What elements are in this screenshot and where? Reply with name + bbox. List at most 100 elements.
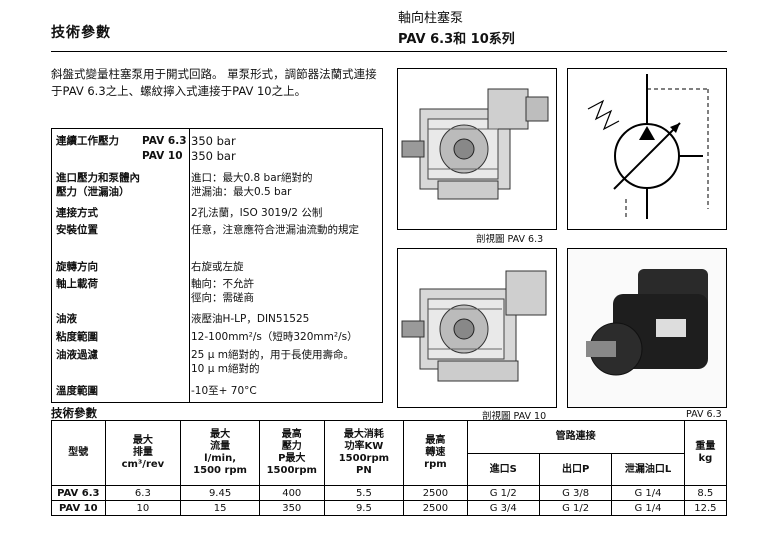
caption-cutaway-pav10: 剖視圖 PAV 10 (482, 411, 547, 422)
spec-box: 連續工作壓力 PAV 6.3 350 bar PAV 10 350 bar 進口… (51, 128, 383, 403)
header-port-l: 泄漏油口L (611, 453, 685, 486)
header-speed-2: 轉速 (425, 447, 446, 458)
cell-displacement: 6.3 (104, 485, 182, 501)
header-pressure-1: 最高 (281, 429, 302, 440)
intro-paragraph: 斜盤式變量柱塞泵用于開式回路。 單泵形式，調節器法蘭式連接于PAV 6.3之上、… (51, 67, 377, 98)
header-port-s: 進口S (466, 453, 540, 486)
cell-port-p: G 1/2 (538, 500, 613, 516)
cell-flow: 9.45 (180, 485, 260, 501)
caption-cutaway-pav63: 剖視圖 PAV 6.3 (476, 234, 544, 245)
spec-connection-label: 連接方式 (56, 207, 98, 219)
spec-inlet-label-2: 壓力（泄漏油） (56, 186, 130, 198)
cell-port-s: G 3/4 (466, 500, 540, 516)
spec-divider (189, 129, 190, 402)
header-displacement: 最大 排量 cm³/rev (104, 420, 182, 486)
series-title: PAV 6.3和 10系列 (398, 32, 515, 47)
cell-pressure: 400 (259, 485, 325, 501)
cell-displacement: 10 (104, 500, 182, 516)
spec-pressure-value-b: 350 bar (191, 149, 236, 163)
header-speed-3: rpm (424, 459, 447, 470)
spec-mounting-label: 安裝位置 (56, 224, 98, 236)
cell-flow: 15 (180, 500, 260, 516)
spec-rotation-value: 右旋或左旋 (191, 261, 244, 273)
spec-pressure-model-a: PAV 6.3 (142, 135, 187, 147)
spec-viscosity-value: 12-100mm²/s（短時320mm²/s） (191, 331, 358, 343)
table-row: PAV 10 10 15 350 9.5 2500 G 3/4 G 1/2 G … (51, 500, 728, 516)
header-displacement-3: cm³/rev (121, 459, 165, 470)
cell-power: 5.5 (323, 485, 405, 501)
spec-pressure-label-text: 連續工作壓力 (56, 135, 119, 147)
spec-temp-label: 溫度範圍 (56, 385, 98, 397)
header-power-4: PN (356, 465, 372, 476)
parameters-table: 型號 最大 排量 cm³/rev 最大 流量 l/min, 1500 rpm 最… (51, 420, 728, 516)
spec-fluid-label: 油液 (56, 313, 77, 325)
cell-power: 9.5 (323, 500, 405, 516)
header-pressure-4: 1500rpm (266, 465, 317, 476)
spec-fluid-value: 液壓油H-LP，DIN51525 (191, 313, 310, 325)
spec-rotation-label: 旋轉方向 (56, 261, 98, 273)
header-power-2: 功率KW (344, 441, 384, 452)
header-displacement-2: 排量 (132, 447, 153, 458)
cell-model: PAV 6.3 (51, 485, 106, 501)
header-flow-3: l/min, (204, 453, 236, 464)
cell-speed: 2500 (403, 500, 468, 516)
cell-pressure: 350 (259, 500, 325, 516)
hydraulic-symbol (587, 74, 709, 219)
header-speed: 最高 轉速 rpm (403, 420, 468, 486)
spec-connection-value: 2孔法蘭，ISO 3019/2 公制 (191, 207, 323, 219)
cell-port-s: G 1/2 (466, 485, 540, 501)
header-pressure: 最高 壓力 P最大 1500rpm (259, 420, 325, 486)
table-title: 技術參數 (51, 406, 97, 420)
pump-cutaway-illustration (401, 88, 549, 200)
header-power-1: 最大消耗 (343, 429, 384, 440)
spec-mounting-value: 任意，注意應符合泄漏油流動的規定 (191, 224, 359, 236)
header-ports: 管路連接 (466, 420, 685, 454)
header-port-p: 出口P (538, 453, 613, 486)
pump-cutaway-illustration-2 (401, 270, 547, 382)
spec-inlet-label-1: 進口壓力和泵體內 (56, 172, 140, 184)
spec-inlet-value-1: 進口：最大0.8 bar絕對的 (191, 172, 313, 184)
cutaway-figure-pav10 (397, 248, 557, 408)
pump-photo (568, 249, 726, 407)
header-flow: 最大 流量 l/min, 1500 rpm (180, 420, 260, 486)
spec-viscosity-label: 粘度範圍 (56, 331, 98, 343)
table-header-row: 型號 最大 排量 cm³/rev 最大 流量 l/min, 1500 rpm 最… (51, 420, 728, 486)
spec-pressure-label: 連續工作壓力 PAV 6.3 (56, 135, 190, 148)
section-title: 技術參數 (51, 25, 111, 41)
header-pressure-2: 壓力 (281, 441, 302, 452)
header-weight-1: 重量 (695, 441, 716, 452)
spec-inlet-value-2: 泄漏油：最大0.5 bar (191, 186, 292, 198)
caption-photo-pav63: PAV 6.3 (686, 409, 722, 420)
hydraulic-symbol-figure (567, 68, 727, 230)
product-name: 軸向柱塞泵 (398, 11, 464, 26)
header-speed-1: 最高 (425, 435, 446, 446)
spec-pressure-model-b: PAV 10 (142, 150, 183, 162)
header-rule (51, 51, 727, 52)
cell-port-l: G 1/4 (611, 500, 685, 516)
spec-filter-label: 油液過濾 (56, 349, 98, 361)
spec-filter-value-1: 25 μ m絕對的，用于長使用壽命。 (191, 349, 354, 361)
spec-temp-value: -10至+ 70°C (191, 385, 257, 397)
header-flow-1: 最大 (210, 429, 231, 440)
cell-speed: 2500 (403, 485, 468, 501)
header-displacement-1: 最大 (132, 435, 153, 446)
spec-shaft-value-1: 軸向：不允許 (191, 278, 254, 290)
header-flow-4: 1500 rpm (193, 465, 247, 476)
header-weight: 重量 kg (683, 420, 728, 486)
table-row: PAV 6.3 6.3 9.45 400 5.5 2500 G 1/2 G 3/… (51, 485, 728, 501)
header-model: 型號 (51, 420, 106, 486)
spec-shaft-value-2: 徑向：需磋商 (191, 292, 254, 304)
header-power: 最大消耗 功率KW 1500rpm PN (323, 420, 405, 486)
pump-photo-figure (567, 248, 727, 408)
cell-weight: 12.5 (683, 500, 728, 516)
cell-weight: 8.5 (683, 485, 728, 501)
spec-pressure-value-a: 350 bar (191, 134, 236, 148)
spec-filter-value-2: 10 μ m絕對的 (191, 363, 260, 375)
header-flow-2: 流量 (210, 441, 231, 452)
cell-model: PAV 10 (51, 500, 106, 516)
table-subheader-row: 進口S 出口P 泄漏油口L (52, 453, 727, 486)
cell-port-l: G 1/4 (611, 485, 685, 501)
cell-port-p: G 3/8 (538, 485, 613, 501)
header-pressure-3: P最大 (278, 453, 306, 464)
header-weight-2: kg (698, 453, 713, 464)
